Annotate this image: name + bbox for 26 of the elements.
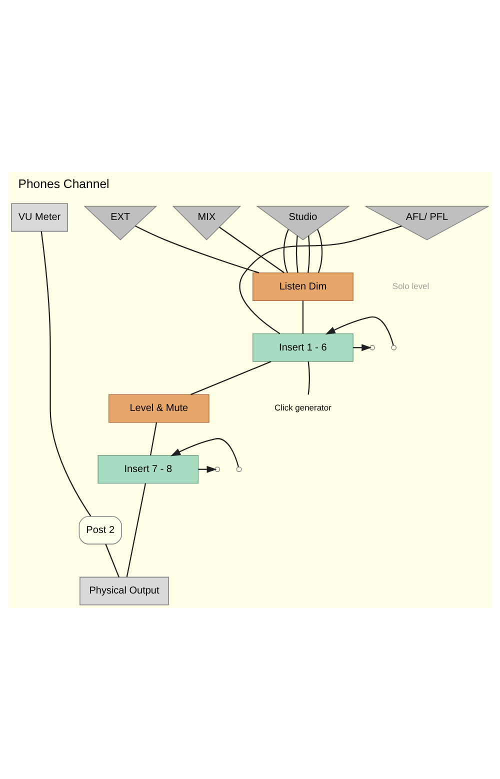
- connector: [190, 360, 272, 395]
- connector: [126, 482, 146, 577]
- connector: [308, 361, 310, 394]
- node-box: Level & Mute: [108, 394, 210, 422]
- node-box: Insert 7 - 8: [98, 454, 199, 484]
- connector: [239, 225, 402, 334]
- connector: [105, 543, 120, 577]
- node-box: Insert 1 - 6: [252, 332, 354, 362]
- connector: [308, 235, 310, 272]
- node-box: Listen Dim: [252, 272, 354, 301]
- node-box: Physical Output: [80, 576, 169, 605]
- connector: [283, 228, 289, 272]
- node-box: VU Meter: [11, 202, 68, 232]
- connector: [302, 300, 304, 334]
- node-box: Post 2: [78, 515, 122, 544]
- connector: [40, 230, 92, 516]
- node-text: Click generator: [274, 402, 332, 412]
- arrow: [325, 316, 394, 345]
- connector: [150, 422, 158, 456]
- label: Solo level: [392, 280, 430, 290]
- connector: [135, 224, 260, 273]
- arrow: [170, 438, 239, 467]
- connector: [296, 235, 298, 272]
- connector: [219, 226, 284, 273]
- diagram-title: Phones Channel: [18, 176, 110, 191]
- connector: [317, 228, 323, 272]
